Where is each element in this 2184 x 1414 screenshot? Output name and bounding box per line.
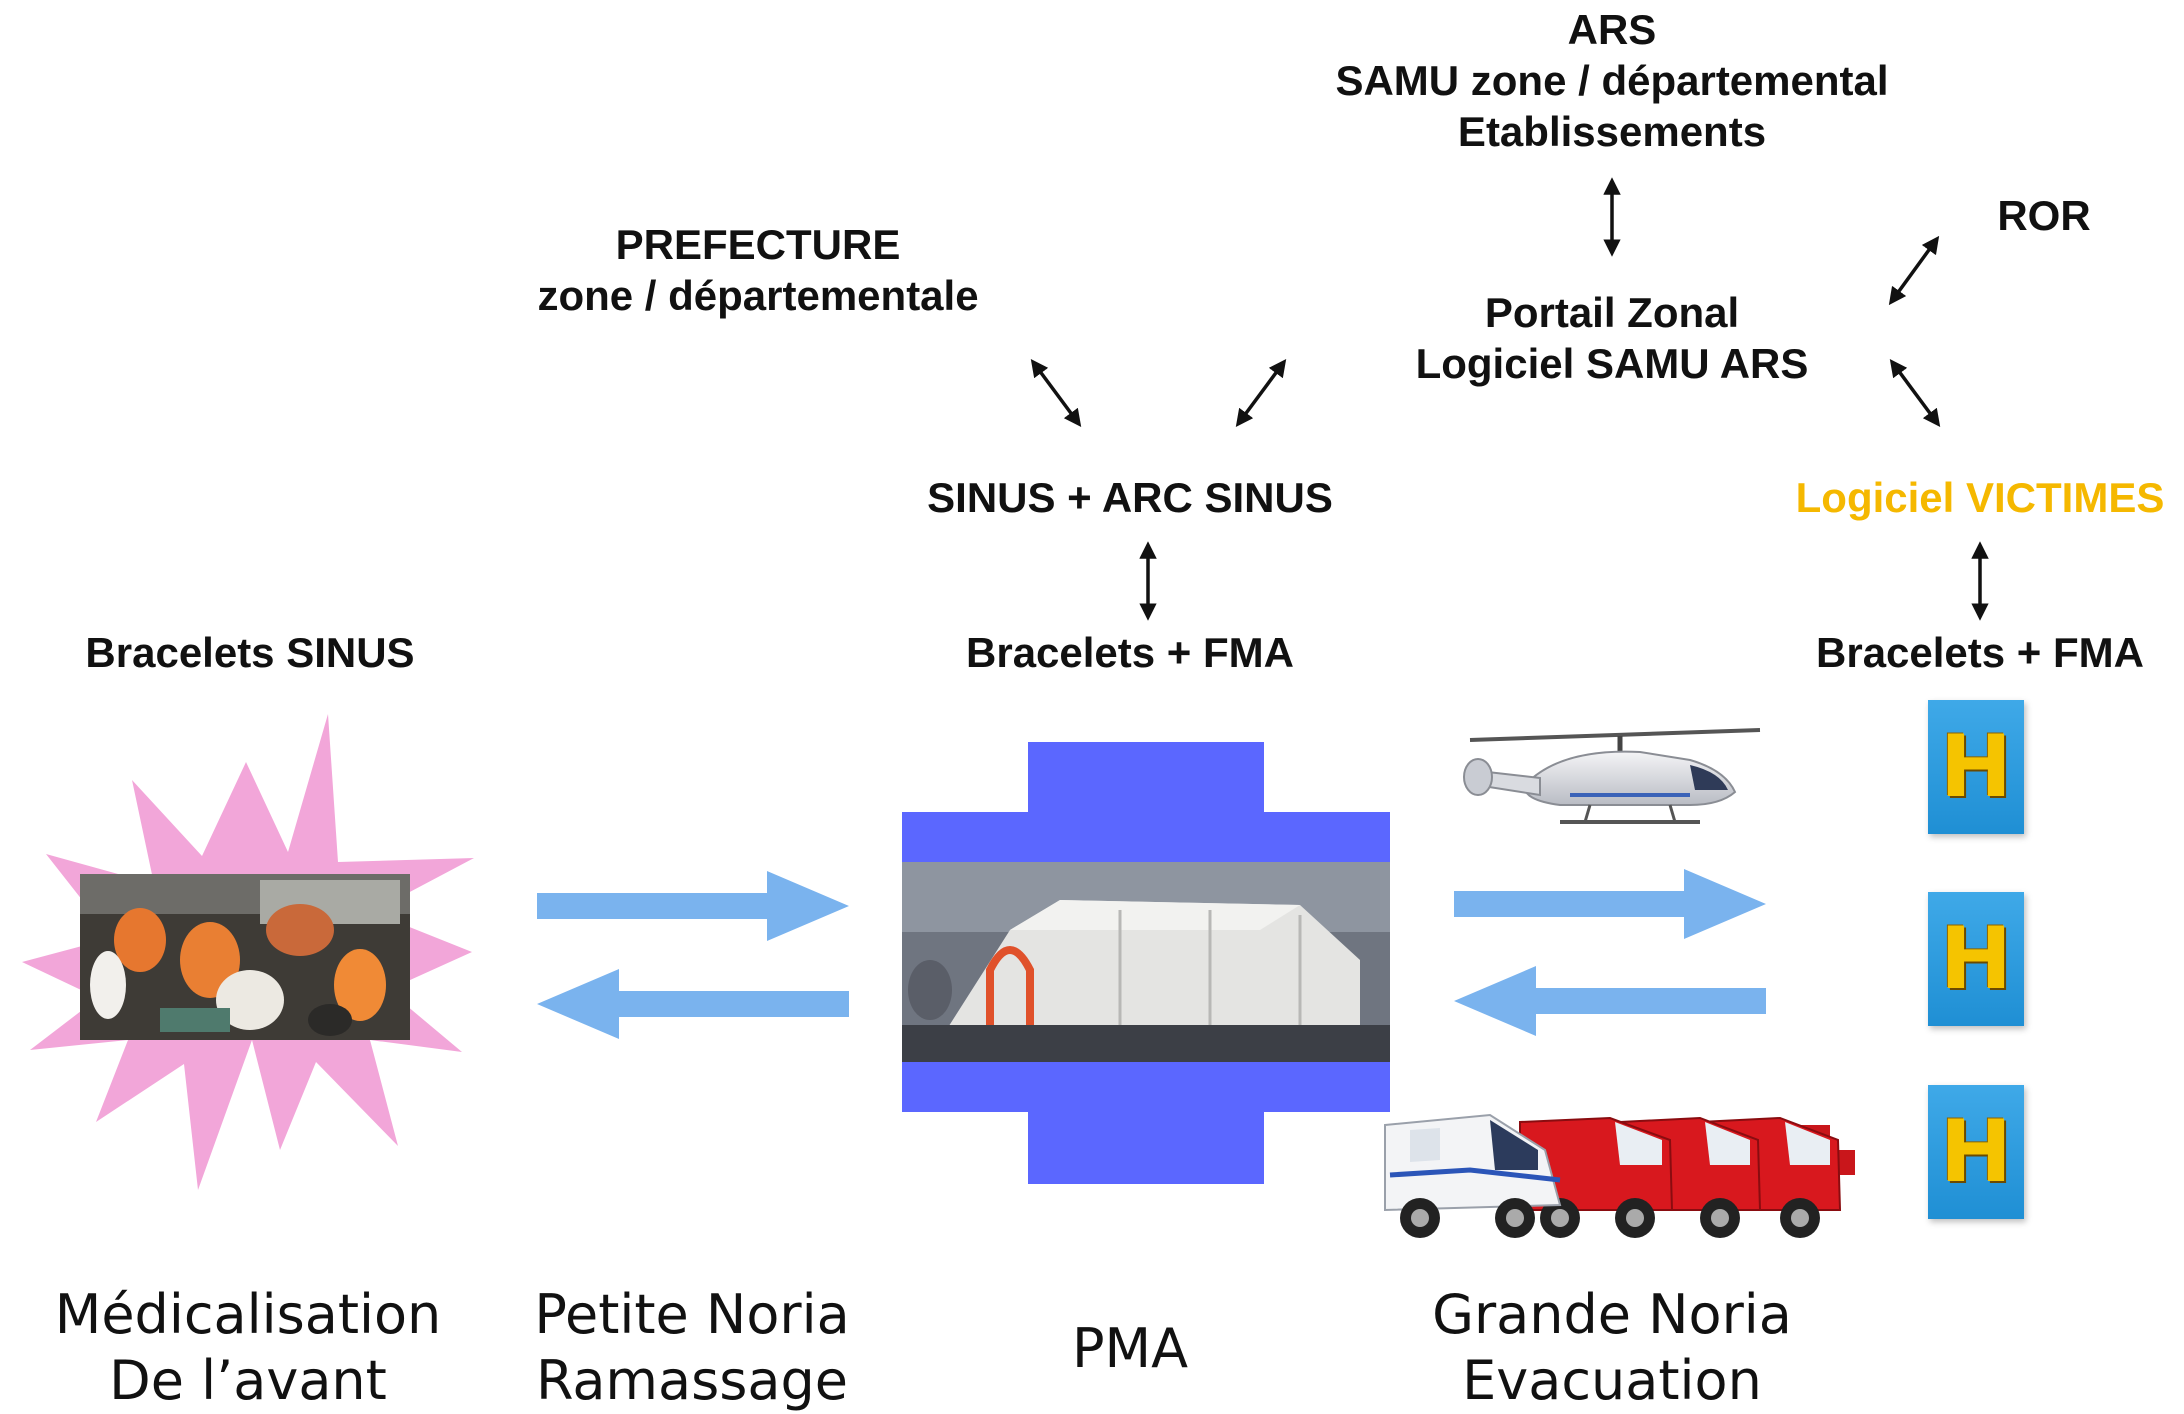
medicalisation-line-1: Médicalisation <box>54 1283 442 1346</box>
hospital-icon-3: H <box>1928 1085 2024 1219</box>
stage-grande-noria: Grande Noria Evacuation <box>1432 1282 1792 1414</box>
ars-label: ARS SAMU zone / départemental Etablissem… <box>1335 4 1888 157</box>
hospital-letter: H <box>1940 1102 2012 1202</box>
sinus-arc-label: SINUS + ARC SINUS <box>927 474 1333 521</box>
flow-arrow-to-pma-back <box>1454 966 1766 1036</box>
portail-line-1: Portail Zonal <box>1484 289 1740 336</box>
arrow-portail-victimes <box>1889 358 1941 428</box>
prefecture-label: PREFECTURE zone / départementale <box>537 219 978 321</box>
petite-noria-line-2: Ramassage <box>536 1349 848 1412</box>
bracelets-fma-hospital-label: Bracelets + FMA <box>1816 629 2144 676</box>
arrow-prefecture-sinus <box>1030 358 1082 428</box>
flow-arrow-to-pma <box>537 871 849 941</box>
prefecture-line-2: zone / départementale <box>537 272 979 319</box>
hospital-letter: H <box>1940 717 2012 817</box>
logiciel-victimes-label: Logiciel VICTIMES <box>1795 474 2165 521</box>
bracelets-fma-pma-label: Bracelets + FMA <box>966 629 1294 676</box>
flow-arrow-to-front <box>537 969 849 1039</box>
ars-line-2: SAMU zone / départemental <box>1335 57 1889 104</box>
flow-arrow-to-hospitals <box>1454 869 1766 939</box>
hospital-letter: H <box>1940 909 2012 1009</box>
stage-medicalisation: Médicalisation De l’avant <box>55 1282 442 1414</box>
ars-line-3: Etablissements <box>1457 108 1767 155</box>
ror-label: ROR <box>1997 192 2091 239</box>
bracelets-sinus-label: Bracelets SINUS <box>85 629 415 676</box>
pma-tent-photo <box>902 862 1390 1062</box>
medicalisation-line-2: De l’avant <box>109 1349 387 1412</box>
ambulances-icon <box>1384 1113 1855 1238</box>
prefecture-line-1: PREFECTURE <box>615 221 901 268</box>
hospital-icon-2: H <box>1928 892 2024 1026</box>
arrow-ror-portail <box>1888 235 1940 306</box>
stage-pma: PMA <box>1071 1317 1189 1380</box>
grande-noria-line-1: Grande Noria <box>1432 1283 1792 1346</box>
hospital-icon-1: H <box>1928 700 2024 834</box>
ars-line-1: ARS <box>1567 6 1657 53</box>
rescue-scene-photo <box>80 874 410 1040</box>
stage-petite-noria: Petite Noria Ramassage <box>534 1282 849 1414</box>
helicopter-icon <box>1463 728 1761 824</box>
portail-zonal-label: Portail Zonal Logiciel SAMU ARS <box>1416 287 1809 389</box>
portail-line-2: Logiciel SAMU ARS <box>1415 340 1809 387</box>
arrow-portail-sinus <box>1235 358 1287 428</box>
petite-noria-line-1: Petite Noria <box>534 1283 850 1346</box>
grande-noria-line-2: Evacuation <box>1462 1349 1762 1412</box>
